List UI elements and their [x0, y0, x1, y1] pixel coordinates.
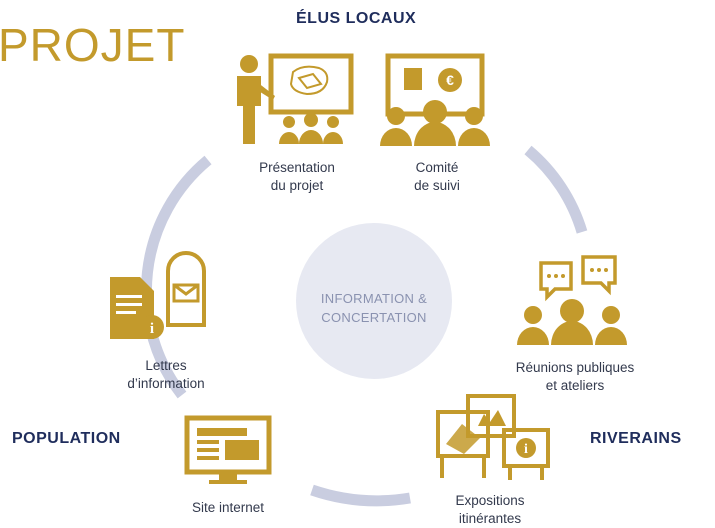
caption-comite: Comité de suivi [382, 159, 492, 195]
svg-text:i: i [524, 442, 528, 457]
presenter-board-icon [237, 53, 354, 144]
caption-site-line-1: Site internet [191, 500, 265, 515]
meeting-chat-icon [517, 255, 627, 345]
page-title: PROJET [0, 19, 186, 71]
caption-expositions: Expositions itinérantes [420, 492, 560, 528]
ring-arc-bottom [310, 484, 411, 507]
center-line-2: CONCERTATION [321, 310, 427, 325]
center-line-1: INFORMATION & [320, 291, 428, 306]
group-label-riverains: RIVERAINS [590, 430, 682, 447]
caption-lettres: Lettres d’information [106, 357, 226, 393]
caption-reunions-line-1: Réunions publiques [515, 360, 635, 375]
caption-reunions: Réunions publiques et ateliers [495, 359, 655, 395]
caption-presentation-line-1: Présentation [259, 160, 335, 175]
monitor-icon [184, 415, 272, 484]
caption-expositions-line-2: itinérantes [458, 511, 522, 526]
center-circle [296, 223, 452, 379]
caption-presentation-line-2: du projet [270, 178, 324, 193]
caption-reunions-line-2: et ateliers [545, 378, 605, 393]
center-label: INFORMATION & CONCERTATION [296, 289, 452, 327]
svg-text:i: i [150, 321, 154, 337]
group-label-population: POPULATION [12, 430, 121, 447]
committee-euro-icon: € [380, 53, 490, 146]
ring-arc-left [140, 155, 212, 399]
caption-expositions-line-1: Expositions [455, 493, 525, 508]
caption-lettres-line-1: Lettres [145, 358, 187, 373]
caption-comite-line-1: Comité [415, 160, 459, 175]
caption-site: Site internet [168, 499, 288, 517]
ring-arc-right [524, 145, 588, 234]
mailbox-letter-icon: i [110, 251, 206, 339]
caption-presentation: Présentation du projet [242, 159, 352, 195]
caption-comite-line-2: de suivi [414, 178, 460, 193]
caption-lettres-line-2: d’information [127, 376, 205, 391]
svg-text:€: € [446, 72, 454, 88]
group-label-elus: ÉLUS LOCAUX [296, 10, 417, 27]
exhibition-panels-icon: i [436, 394, 550, 480]
